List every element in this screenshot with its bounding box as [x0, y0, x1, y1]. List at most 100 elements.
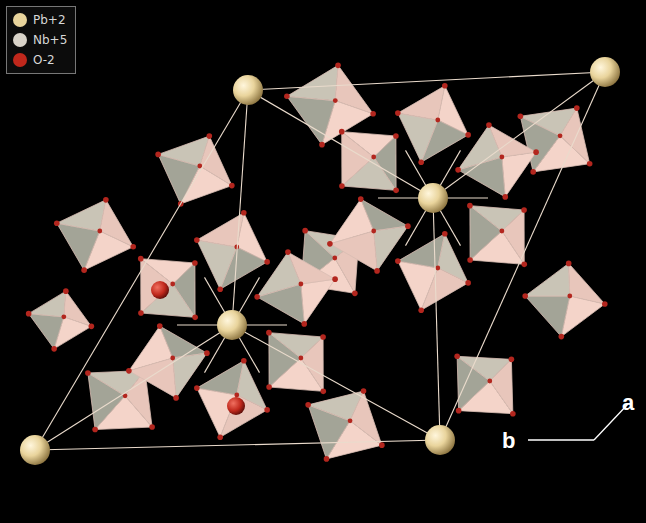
oxygen-dot	[499, 229, 504, 234]
oxygen-dot	[173, 395, 179, 401]
oxygen-dot	[234, 393, 239, 398]
oxygen-dot	[558, 133, 563, 138]
oxygen-dot	[320, 334, 326, 340]
oxygen-dot	[332, 256, 337, 261]
octahedron-face	[287, 65, 338, 100]
oxygen-dot	[155, 152, 161, 158]
oxygen-dot	[405, 223, 411, 229]
legend-text: Pb+2	[33, 13, 66, 27]
oxygen-dot	[285, 249, 291, 255]
oxygen-dot	[241, 358, 247, 364]
oxygen-dot	[63, 288, 69, 294]
oxygen-dot	[194, 237, 200, 243]
octahedron-face	[525, 296, 570, 337]
oxygen-dot	[298, 356, 303, 361]
oxygen-dot	[454, 354, 460, 360]
octahedron-face	[502, 152, 536, 197]
octahedron-face	[57, 200, 106, 231]
octahedron-face	[569, 263, 605, 304]
octahedron-face	[421, 268, 468, 310]
octahedron-face	[64, 291, 92, 326]
oxygen-dot	[241, 210, 247, 216]
lead-atom	[590, 57, 620, 87]
oxygen-dot	[170, 356, 175, 361]
cell-edge	[440, 72, 605, 440]
octahedron-face	[330, 231, 377, 271]
oxygen-atom	[151, 281, 169, 299]
legend-row: Pb+2	[12, 10, 67, 30]
octahedron-face	[197, 361, 244, 395]
octahedron-face	[220, 395, 267, 437]
oxygen-dot	[587, 161, 593, 167]
oxygen-dot	[395, 110, 401, 116]
oxygen-dot	[54, 220, 60, 226]
oxygen-dot	[418, 159, 424, 165]
oxygen-dot	[465, 280, 471, 286]
octahedron-face	[525, 263, 570, 296]
oxygen-dot	[192, 260, 198, 266]
lead-atom	[217, 310, 247, 340]
atoms	[20, 57, 620, 465]
oxygen-dot	[157, 323, 163, 329]
cell-edge	[232, 325, 440, 440]
octahedron-face	[197, 213, 244, 247]
legend-swatch-box	[12, 32, 28, 48]
oxygen-dot	[518, 113, 524, 119]
oxygen-dot	[335, 63, 341, 69]
axis-label: a	[622, 392, 634, 414]
oxygen-dot	[465, 132, 471, 138]
oxygen-dot	[302, 228, 308, 234]
octahedron-face	[141, 259, 173, 313]
oxygen-dot	[319, 142, 325, 148]
cell-edge	[248, 72, 605, 90]
oxygen-dot	[332, 276, 338, 282]
oxygen-dot	[339, 129, 345, 135]
octahedron-face	[490, 359, 513, 413]
oxygen-dot	[26, 311, 32, 317]
octahedron-face	[398, 234, 445, 268]
legend-swatch-box	[12, 12, 28, 28]
oxygen-dot	[97, 229, 102, 234]
oxygen-dot	[85, 370, 91, 376]
oxygen-dot	[455, 167, 461, 173]
oxygen-dot	[61, 314, 66, 319]
oxygen-dot	[352, 291, 358, 297]
cell-edge	[433, 198, 440, 440]
octahedron-face	[100, 200, 133, 247]
oxygen-dot	[170, 282, 175, 287]
oxygen-dot	[324, 456, 330, 462]
oxygen-dot	[371, 155, 376, 160]
octahedron-face	[288, 252, 335, 284]
octahedron-face	[361, 199, 408, 231]
oxygen-dot	[566, 261, 572, 267]
niobium-octahedra	[26, 63, 608, 462]
oxygen-dot	[264, 407, 270, 413]
legend-swatch	[13, 13, 27, 27]
octahedron-face	[374, 226, 408, 271]
oxygen-dot	[89, 324, 95, 330]
cell-edge	[433, 72, 605, 198]
oxygen-dot	[138, 256, 144, 262]
cell-edge	[35, 90, 248, 450]
oxygen-dot	[379, 442, 385, 448]
legend-swatch	[13, 53, 27, 67]
oxygen-dot	[92, 427, 98, 433]
oxygen-dot	[192, 315, 198, 321]
oxygen-dot	[138, 310, 144, 316]
octahedron-face	[287, 96, 335, 144]
oxygen-dot	[521, 262, 527, 268]
oxygen-dot	[442, 83, 448, 89]
axis-lines	[528, 404, 628, 440]
octahedron-face	[398, 86, 445, 120]
oxygen-dot	[298, 282, 303, 287]
cell-edge	[232, 90, 248, 325]
oxygen-dot	[130, 244, 136, 250]
octahedron-face	[29, 291, 66, 317]
lead-atom	[418, 183, 448, 213]
legend-row: O-2	[12, 50, 67, 70]
oxygen-dot	[533, 149, 539, 155]
oxygen-dot	[370, 111, 376, 117]
octahedron-face	[335, 65, 373, 113]
